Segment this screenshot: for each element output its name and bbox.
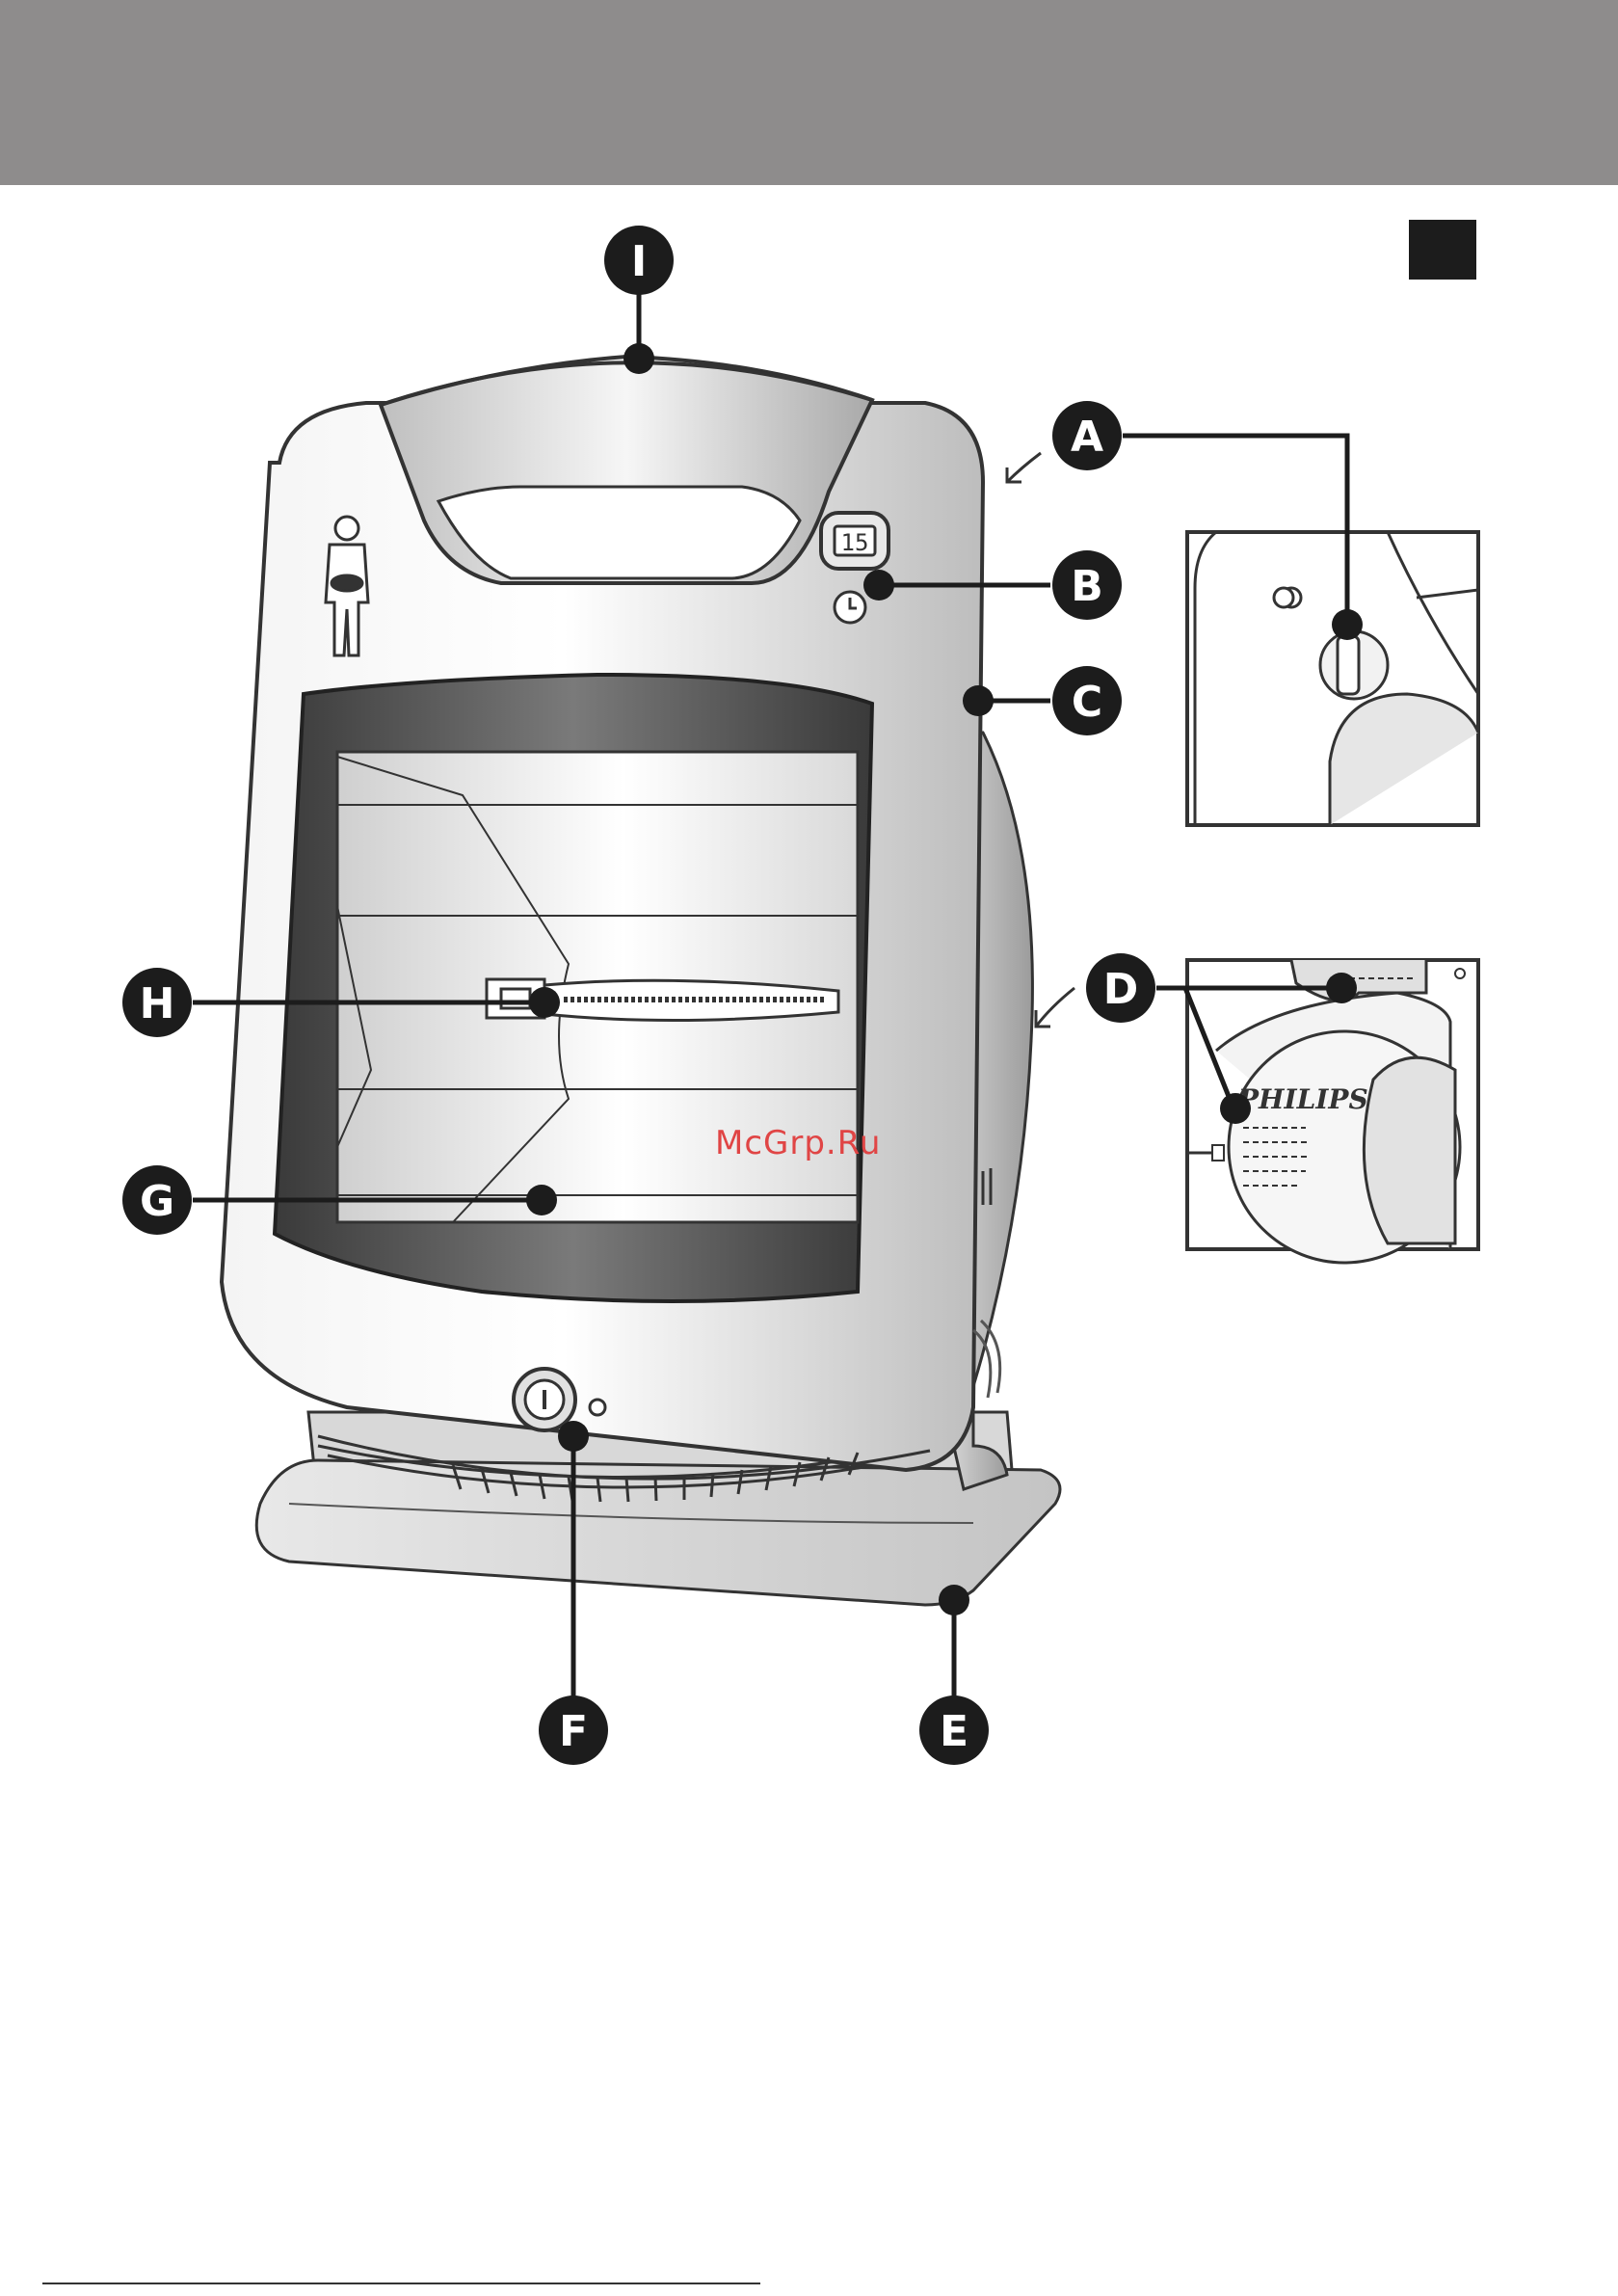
callout-D: D bbox=[1086, 953, 1155, 1023]
callout-A: A bbox=[1052, 401, 1122, 470]
handle-opening bbox=[438, 487, 800, 578]
callout-F: F bbox=[539, 1695, 608, 1765]
base-foot bbox=[256, 1460, 1060, 1605]
svg-text:E: E bbox=[940, 1707, 968, 1756]
inset-a bbox=[1187, 532, 1478, 825]
inset-d-brand: PHILIPS bbox=[1237, 1083, 1368, 1115]
svg-text:D: D bbox=[1103, 965, 1139, 1014]
timer-digits: 15 bbox=[841, 529, 869, 556]
callout-H: H bbox=[122, 968, 192, 1037]
callout-E: E bbox=[919, 1695, 989, 1765]
svg-text:C: C bbox=[1072, 678, 1102, 727]
svg-text:A: A bbox=[1071, 413, 1103, 462]
callout-B: B bbox=[1052, 550, 1122, 620]
callout-G: G bbox=[122, 1165, 192, 1235]
footer-rule bbox=[42, 2283, 760, 2284]
timer-display: 15 bbox=[821, 513, 889, 569]
svg-text:B: B bbox=[1071, 562, 1103, 611]
svg-text:H: H bbox=[140, 979, 175, 1028]
svg-text:F: F bbox=[559, 1707, 588, 1756]
svg-text:I: I bbox=[631, 237, 647, 286]
watermark: McGrp.Ru bbox=[715, 1124, 881, 1162]
clock-icon bbox=[835, 592, 865, 623]
svg-text:G: G bbox=[140, 1177, 174, 1226]
callout-I: I bbox=[604, 226, 674, 295]
callout-C: C bbox=[1052, 666, 1122, 735]
